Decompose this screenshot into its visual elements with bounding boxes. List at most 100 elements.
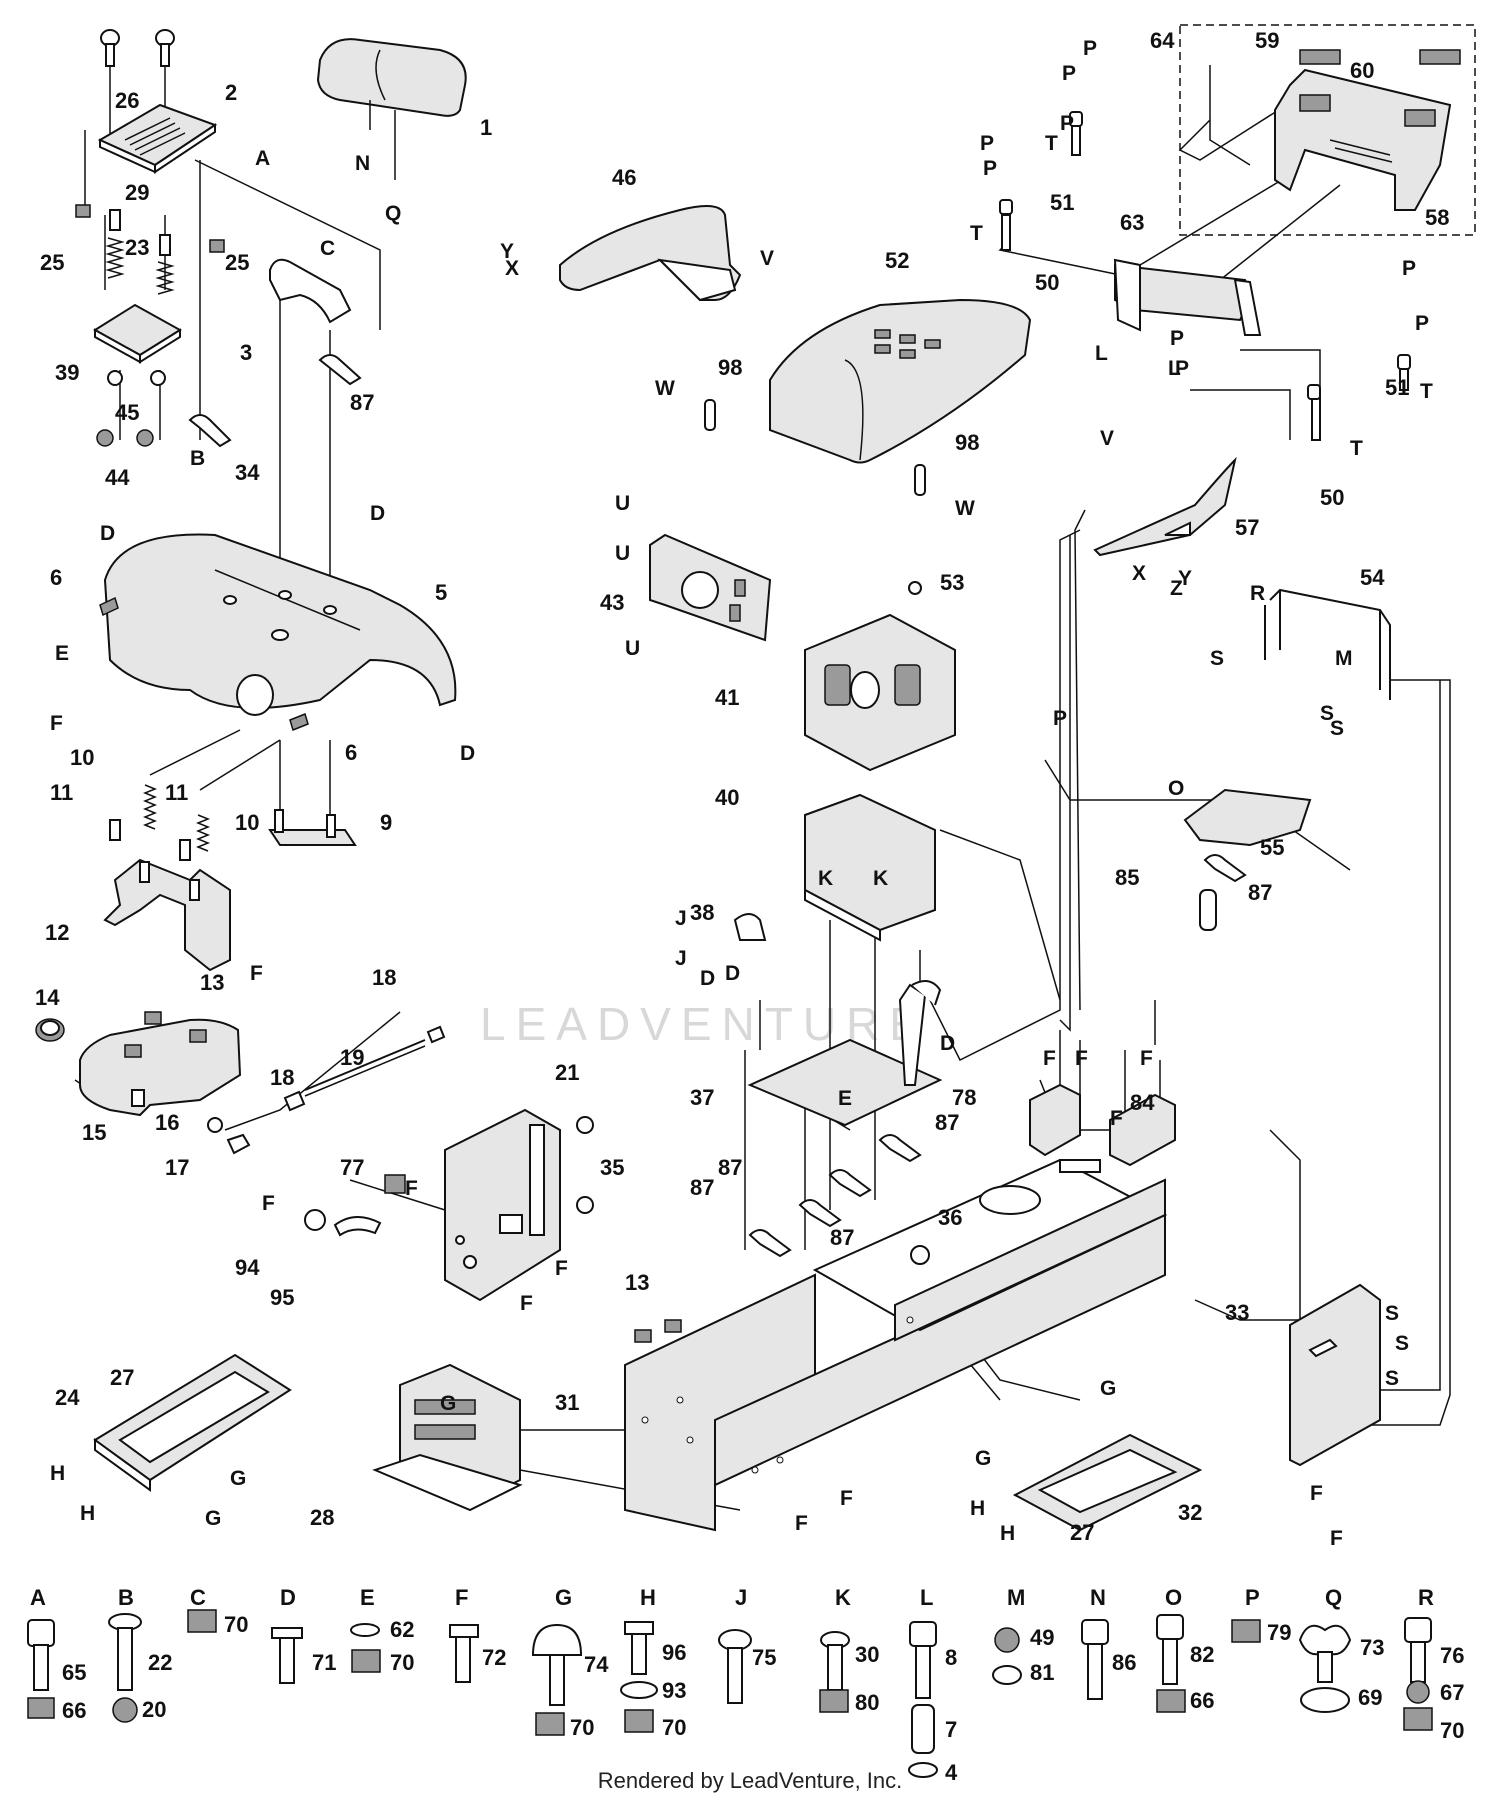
callout-23: 23 — [125, 235, 149, 260]
connection-letter-F: F — [262, 1192, 275, 1215]
connection-letter-F: F — [555, 1257, 568, 1280]
part-26-bolts — [100, 29, 175, 67]
callout-46: 46 — [612, 165, 636, 190]
connection-letter-G: G — [1100, 1377, 1116, 1400]
connection-letter-G: G — [440, 1392, 456, 1415]
connection-letter-P: P — [983, 157, 997, 180]
part-9-plate — [268, 809, 357, 846]
connection-letter-G: G — [205, 1507, 221, 1530]
hardware-part-75: 75 — [752, 1645, 776, 1670]
callout-33: 33 — [1225, 1300, 1249, 1325]
connection-letter-Z: Z — [1170, 577, 1183, 600]
connection-letter-Q: Q — [385, 202, 401, 225]
hardware-part-93: 93 — [662, 1678, 686, 1703]
connection-letter-W: W — [955, 497, 975, 520]
callout-40: 40 — [715, 785, 739, 810]
part-77-clip — [384, 1174, 406, 1194]
hardware-part-66: 66 — [1190, 1688, 1214, 1713]
callout-18: 18 — [372, 965, 396, 990]
connection-letter-S: S — [1395, 1332, 1409, 1355]
connection-letter-D: D — [700, 967, 715, 990]
hardware-letter-L: L — [920, 1585, 933, 1610]
part-41-panel — [804, 613, 956, 772]
callout-84: 84 — [1130, 1090, 1155, 1115]
callout-57: 57 — [1235, 515, 1259, 540]
part-37-plate — [747, 980, 943, 1127]
callout-51: 51 — [1385, 375, 1409, 400]
callout-10: 10 — [70, 745, 94, 770]
connection-letter-S: S — [1210, 647, 1224, 670]
part-58-box — [1179, 24, 1476, 236]
callout-1: 1 — [480, 115, 492, 140]
watermark: LEADVENTURE — [480, 998, 930, 1050]
connection-letter-T: T — [1420, 380, 1433, 403]
hardware-letter-K: K — [835, 1585, 851, 1610]
part-12-bracket — [103, 858, 231, 972]
connection-letter-P: P — [1053, 707, 1067, 730]
callout-78: 78 — [952, 1085, 976, 1110]
part-39-bracket — [93, 303, 182, 364]
callout-87: 87 — [690, 1175, 714, 1200]
part-2-pedal-pad — [97, 103, 218, 174]
hardware-part-49: 49 — [1030, 1625, 1054, 1650]
connection-letter-N: N — [355, 152, 370, 175]
hardware-icons — [27, 1609, 1433, 1778]
part-36-nut — [910, 1245, 930, 1265]
part-10-11-springs — [109, 784, 211, 861]
part-29-23-springs — [105, 209, 175, 295]
part-78-84-brackets — [1029, 1083, 1176, 1167]
leader-lines — [74, 40, 1451, 1511]
connection-letter-H: H — [1000, 1522, 1015, 1545]
hardware-part-70: 70 — [224, 1612, 248, 1637]
connection-letter-Y: Y — [1178, 567, 1192, 590]
part-28-step — [372, 1363, 523, 1512]
callout-25: 25 — [40, 250, 64, 275]
hardware-part-86: 86 — [1112, 1650, 1136, 1675]
connection-letter-Y: Y — [500, 240, 514, 263]
part-5-fender — [99, 533, 457, 732]
hardware-part-8: 8 — [945, 1645, 957, 1670]
part-25-clip — [75, 204, 91, 218]
connection-letter-P: P — [1062, 62, 1076, 85]
connection-letter-F: F — [405, 1177, 418, 1200]
connection-letter-E: E — [55, 642, 69, 665]
connection-letter-A: A — [255, 147, 270, 170]
callout-43: 43 — [600, 590, 624, 615]
connection-letter-F: F — [840, 1487, 853, 1510]
callout-19: 19 — [340, 1045, 364, 1070]
callout-35: 35 — [600, 1155, 624, 1180]
hardware-part-70: 70 — [570, 1715, 594, 1740]
hardware-part-82: 82 — [1190, 1642, 1214, 1667]
hardware-part-96: 96 — [662, 1640, 686, 1665]
hardware-letter-J: J — [735, 1585, 747, 1610]
hardware-letter-F: F — [455, 1585, 468, 1610]
connection-letter-S: S — [1330, 717, 1344, 740]
connection-letter-W: W — [655, 377, 675, 400]
part-46-cover — [559, 205, 742, 302]
part-60-clip — [1419, 49, 1461, 65]
connection-letter-O: O — [1168, 777, 1184, 800]
callout-26: 26 — [115, 88, 139, 113]
connection-letter-V: V — [1100, 427, 1114, 450]
part-32-footrest — [1012, 1433, 1203, 1532]
callout-11: 11 — [50, 780, 73, 805]
hardware-part-69: 69 — [1358, 1685, 1382, 1710]
part-17-ballend — [226, 1133, 251, 1155]
callout-44: 44 — [105, 465, 130, 490]
part-50-51-pins — [999, 111, 1411, 441]
callout-87: 87 — [1248, 880, 1272, 905]
part-13-pads — [634, 1319, 682, 1343]
callout-85: 85 — [1115, 865, 1139, 890]
connection-letter-F: F — [1043, 1047, 1056, 1070]
hardware-part-70: 70 — [390, 1650, 414, 1675]
connection-letter-U: U — [615, 542, 630, 565]
part-53-plug — [908, 581, 922, 595]
connection-letter-H: H — [80, 1502, 95, 1525]
hardware-part-7: 7 — [945, 1717, 957, 1742]
callout-6: 6 — [345, 740, 357, 765]
part-34-bracket — [188, 414, 232, 448]
part-57-bracket — [1093, 456, 1237, 557]
part-21-plate — [444, 1108, 561, 1302]
connection-letter-G: G — [230, 1467, 246, 1490]
